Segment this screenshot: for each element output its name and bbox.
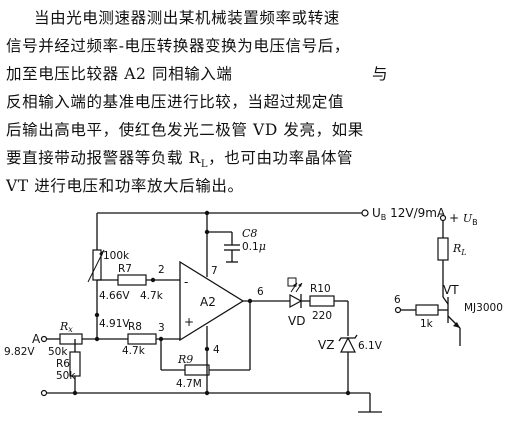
vt-emitter-arrow [453, 322, 460, 328]
pin-3-label: 3 [158, 322, 165, 334]
paragraph-line-1: 当由光电测速器测出某机械装置频率或转速 [34, 9, 340, 27]
opamp-name: A2 [200, 295, 216, 309]
vz-zener [340, 336, 356, 353]
vz-value: 6.1V [358, 340, 383, 352]
vt-name: VT [443, 283, 459, 297]
vd-light-arrowhead-2 [298, 283, 302, 287]
input-a-voltage: 9.82V [4, 346, 35, 358]
pin-6-label: 6 [257, 286, 264, 298]
junction-r6-ground [72, 390, 78, 396]
rx-value: 50k [48, 346, 68, 358]
r9-name: R9 [177, 353, 193, 366]
vd-led [289, 293, 303, 309]
base-resistor [415, 304, 439, 316]
junction-pin7-top [204, 210, 210, 216]
out-input-label: 6 [394, 294, 401, 306]
rx-resistor [59, 333, 83, 345]
pot-value: 100k [103, 250, 130, 262]
paragraph-line-4: 反相输入端的基准电压进行比较，当超过规定值 [6, 93, 345, 111]
pin-4-label: 4 [213, 344, 220, 356]
r8-name: R8 [128, 321, 142, 333]
rl-name: RL [452, 242, 467, 257]
c8-name: C8 [242, 227, 257, 240]
pot-arrow-head [99, 250, 104, 256]
junction-pin2 [150, 277, 156, 283]
junction-output [247, 298, 253, 304]
vz-bar [338, 334, 358, 342]
c8-value: 0.1μ [242, 240, 266, 253]
pin-7-label: 7 [211, 265, 218, 277]
paragraph-line-3: 加至电压比较器 A2 同相输入端 [6, 60, 233, 88]
input-a-terminal [40, 335, 48, 343]
opamp-minus: - [184, 275, 188, 289]
r6-name: R6 [56, 358, 70, 370]
vz-name: VZ [318, 338, 334, 352]
supply-label: UB 12V/9mA [372, 206, 446, 222]
paragraph-line-2: 信号并经过频率-电压转换器变换为电压信号后， [6, 37, 350, 55]
vd-name: VD [288, 314, 305, 328]
vd-light-box [287, 277, 297, 287]
paragraph-line-6-text: 要直接带动报警器等负载 R [6, 149, 201, 167]
supply-terminal [361, 209, 369, 217]
vt-part: MJ3000 [464, 302, 503, 314]
vt-collector-lead [442, 296, 449, 305]
out-supply-terminal [439, 214, 447, 222]
opamp-a2 [179, 260, 245, 342]
paragraph-line-5: 后输出高电平，使红色发光二极管 VD 发亮，如果 [6, 121, 364, 139]
r8-value: 4.7k [122, 345, 146, 357]
paragraph-line-6-sub: L [200, 159, 209, 171]
r8-resistor [127, 333, 157, 345]
rx-name: Rx [59, 320, 73, 334]
r6-value: 50k [56, 370, 76, 382]
r10-resistor [309, 295, 335, 307]
r10-name: R10 [310, 283, 331, 295]
r10-value: 220 [312, 310, 332, 322]
junction-vz-ground [345, 390, 351, 396]
ground-terminal [40, 389, 48, 397]
paragraph-line-6: 要直接带动报警器等负载 RL，也可由功率晶体管 [6, 144, 353, 172]
r8-voltage: 4.91V [99, 318, 130, 330]
base-resistor-value: 1k [420, 318, 434, 330]
r7-value: 4.7k [140, 290, 164, 302]
input-a-label: A [32, 332, 41, 346]
r7-resistor [117, 274, 147, 286]
r7-voltage: 4.66V [99, 290, 130, 302]
paragraph-line-7: VT 进行电压和功率放大后输出。 [6, 177, 244, 195]
out-input-terminal [394, 306, 402, 314]
paragraph-line-3-tail: 与 [372, 65, 389, 83]
opamp-plus: + [184, 315, 194, 329]
r9-value: 4.7M [176, 378, 202, 390]
r7-name: R7 [118, 263, 132, 275]
paragraph-line-3-text: 加至电压比较器 A2 同相输入端 [6, 65, 233, 83]
pin-2-label: 2 [158, 264, 165, 276]
paragraph-line-6-tail: ，也可由功率晶体管 [208, 149, 354, 167]
r9-resistor [184, 364, 210, 376]
rl-resistor [437, 237, 449, 261]
out-supply-label: + UB [449, 211, 478, 227]
